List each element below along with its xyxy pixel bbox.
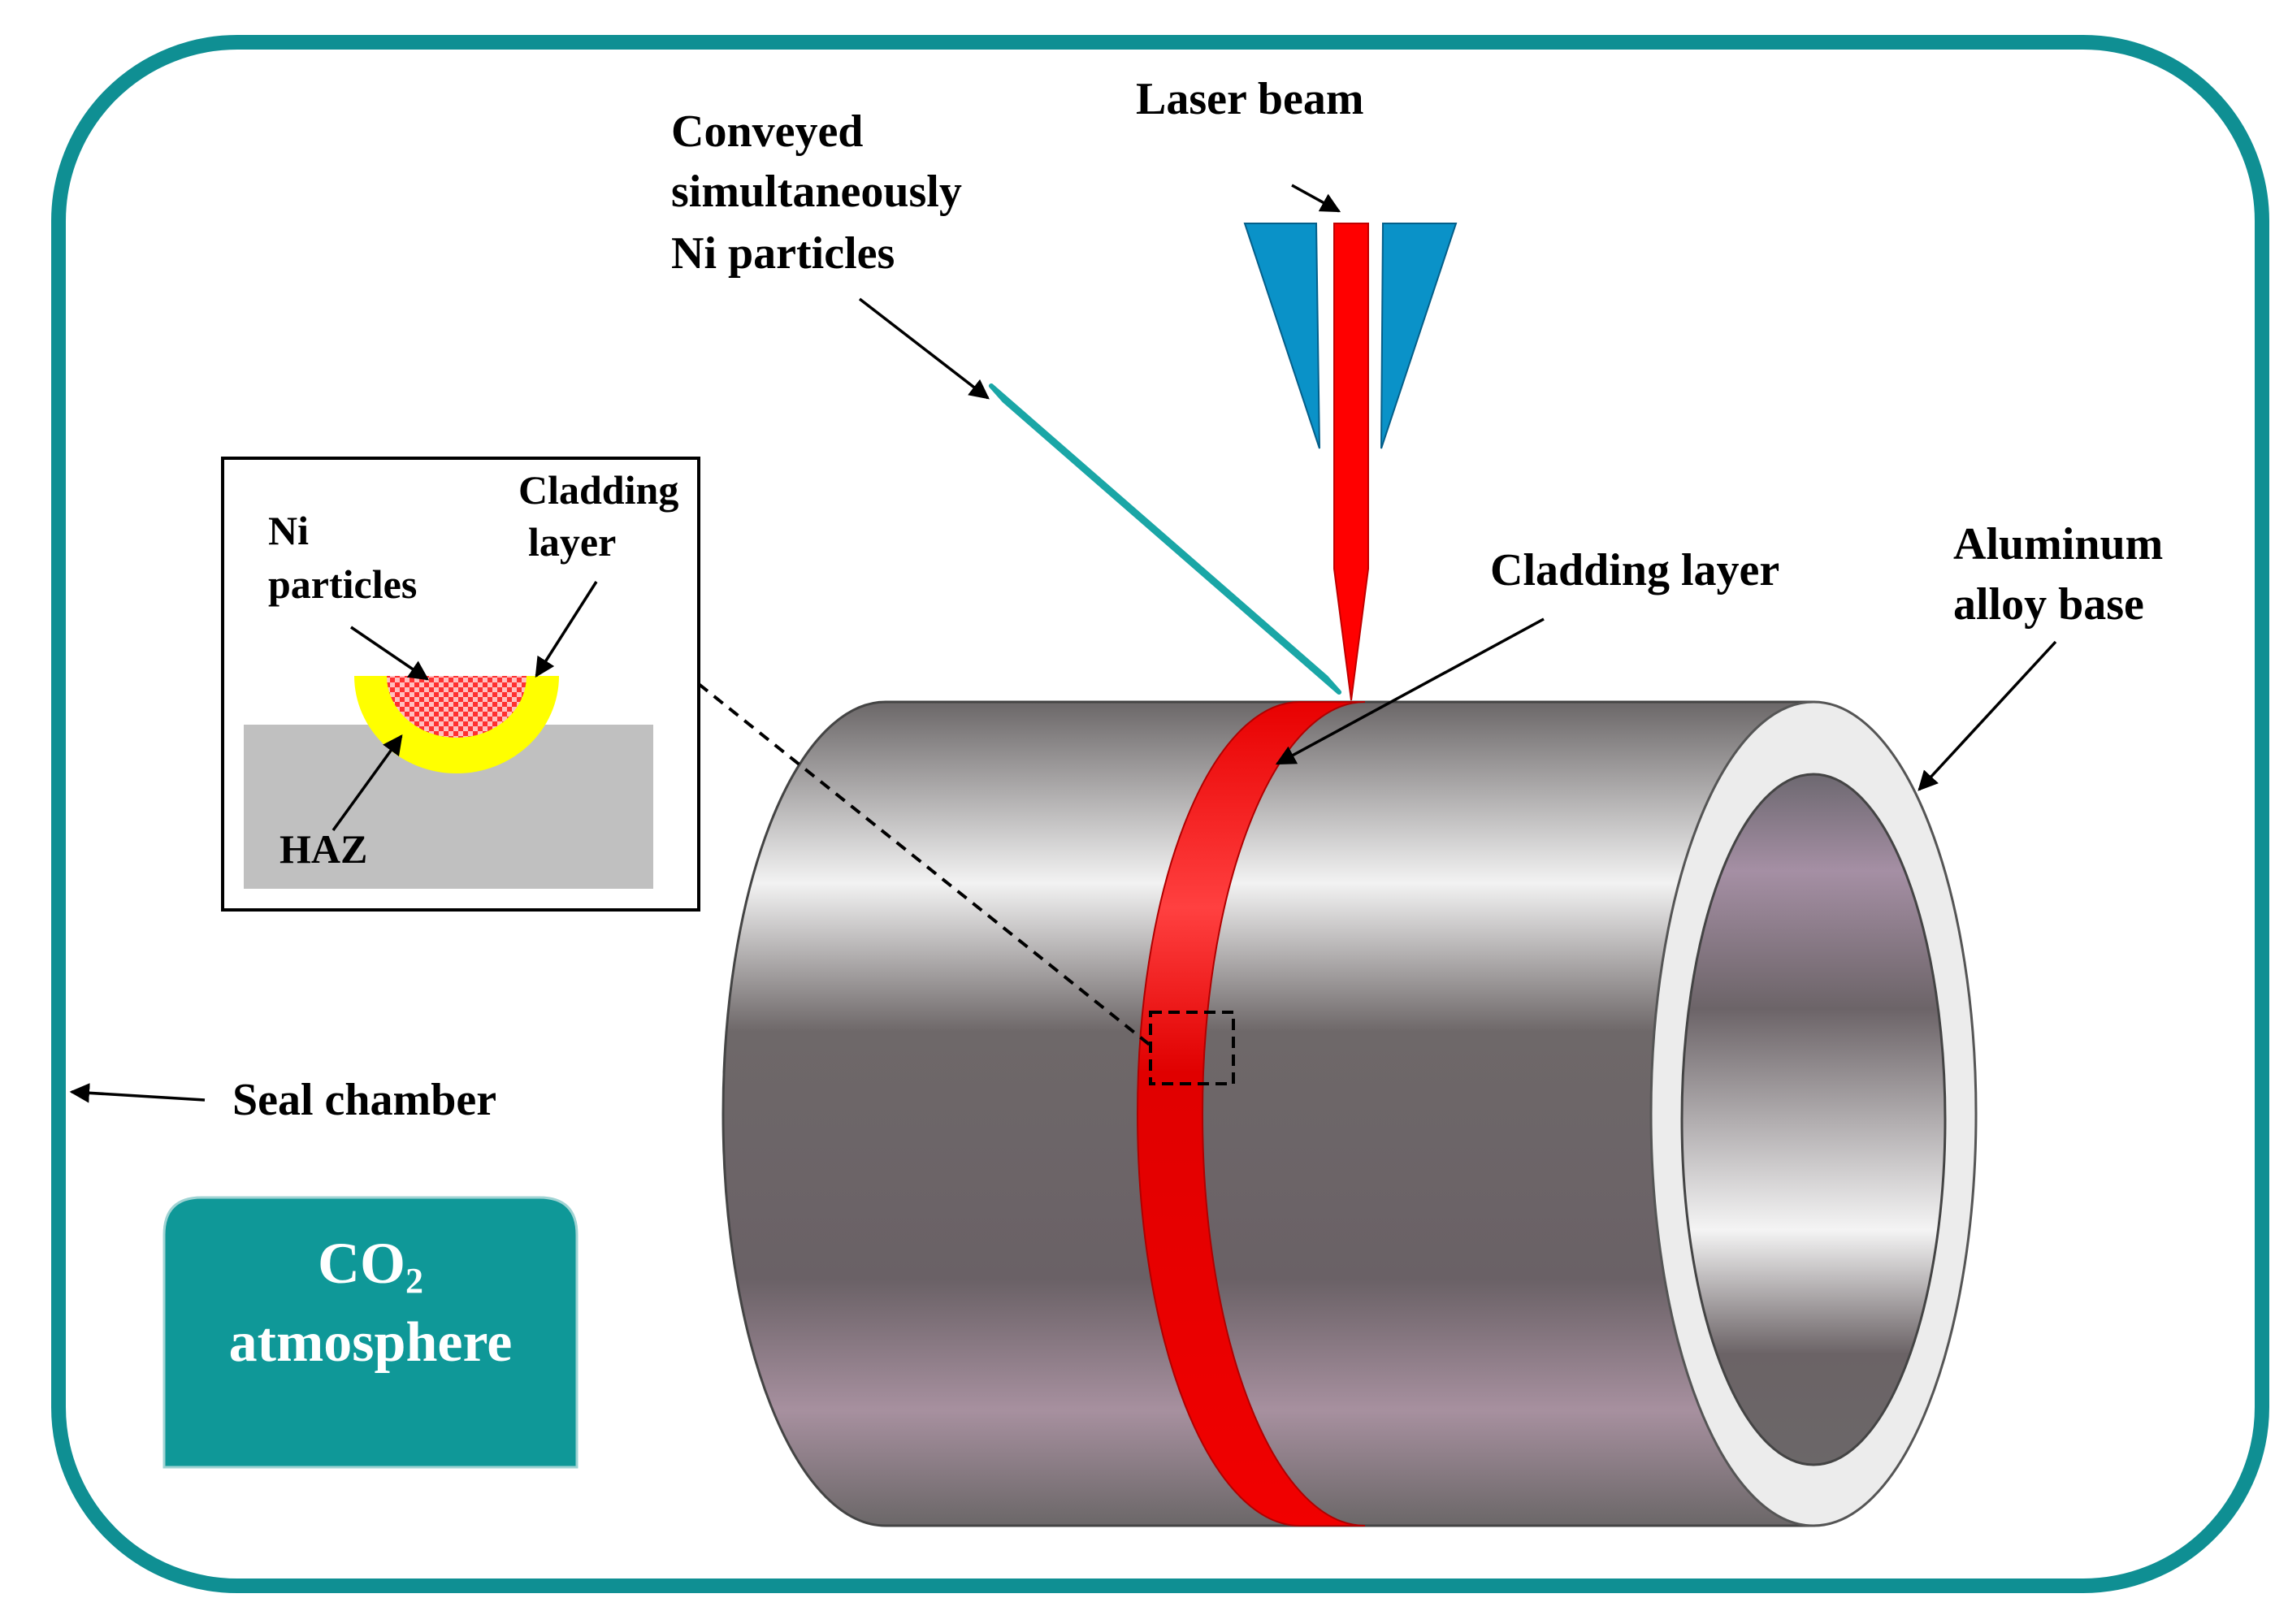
label-seal-chamber: Seal chamber — [232, 1075, 497, 1125]
label-conveyed-line1: Conveyed — [671, 106, 864, 157]
inset-label-cladding-line2: layer — [528, 519, 617, 565]
inset-arrow-ni — [350, 626, 430, 681]
seal-chamber-outline — [51, 35, 2269, 1593]
co2-atmosphere-box — [162, 1196, 578, 1469]
laser-beam — [1333, 223, 1369, 701]
label-conveyed-line2: simultaneously — [671, 167, 962, 217]
powder-feed-tube — [989, 383, 1341, 695]
magnify-region-box — [1149, 1011, 1235, 1085]
leader-lines — [69, 184, 2057, 1103]
label-laser-beam: Laser beam — [1136, 74, 1364, 124]
nozzle-left — [1243, 223, 1320, 449]
inset-label-ni-line2: particles — [268, 561, 418, 607]
aluminum-tube — [722, 700, 1978, 1527]
co2-atmosphere-word: atmosphere — [228, 1311, 513, 1374]
co2-formula: CO2 — [164, 1227, 577, 1318]
co2-formula-sub: 2 — [405, 1261, 423, 1301]
label-aluminum-line1: Aluminum — [1953, 519, 2164, 569]
laser-head — [1243, 223, 1458, 701]
inset-label-ni-line1: Ni — [268, 508, 309, 553]
arrow-feed-tube — [858, 297, 990, 400]
arrow-cladding-layer — [1275, 617, 1545, 765]
label-cladding-layer: Cladding layer — [1490, 545, 1780, 595]
cladding-band — [1137, 701, 1366, 1527]
inset-ni-particles — [387, 676, 526, 738]
label-conveyed-line3: Ni particles — [671, 228, 895, 279]
label-aluminum-line2: alloy base — [1953, 579, 2144, 630]
tube-bore — [1680, 773, 1947, 1466]
nozzle-right — [1380, 223, 1458, 449]
inset-cross-section — [221, 457, 700, 912]
arrow-laser-beam — [1291, 184, 1341, 213]
inset-arrow-cladding — [535, 581, 598, 678]
inset-label-haz: HAZ — [280, 826, 368, 872]
inset-arrow-haz — [332, 734, 403, 832]
co2-formula-main: CO — [318, 1231, 405, 1296]
arrow-seal-chamber — [69, 1083, 206, 1103]
arrow-aluminum-base — [1918, 640, 2057, 791]
inset-label-cladding-line1: Cladding — [518, 467, 679, 513]
